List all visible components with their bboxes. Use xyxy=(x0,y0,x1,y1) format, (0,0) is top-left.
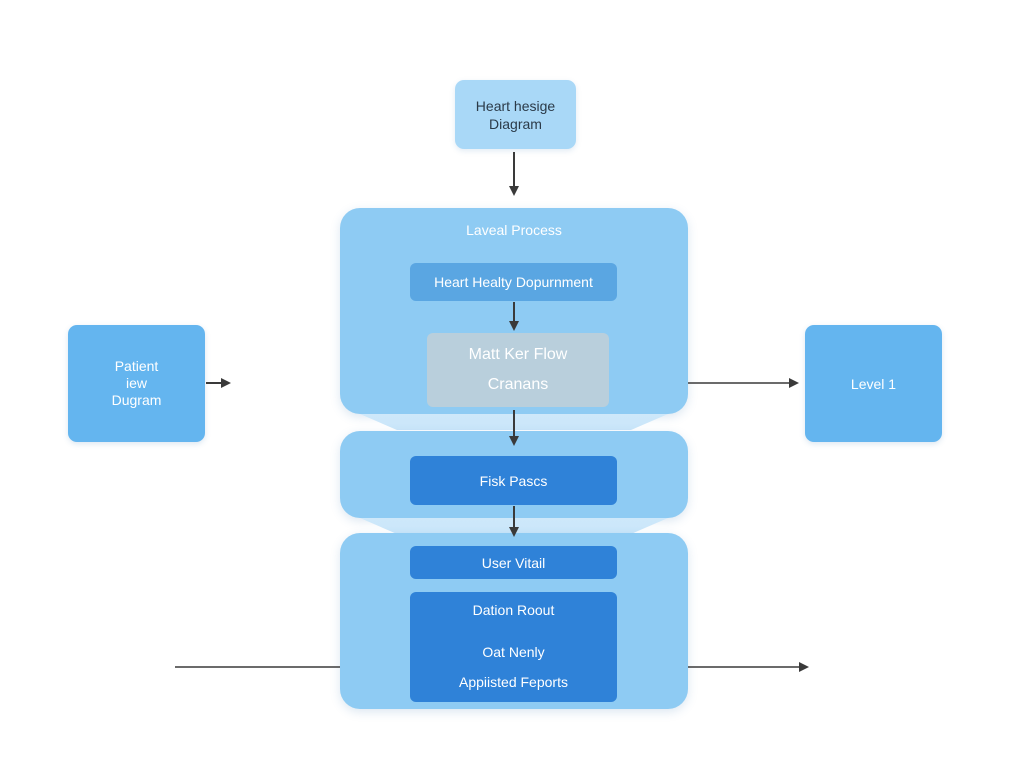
department-node[interactable]: Heart Healty Dopurnment xyxy=(410,263,617,301)
flow-node-line-1: Matt Ker Flow xyxy=(468,346,568,363)
left-node-line-1: Patient xyxy=(114,358,159,374)
user-node[interactable]: User Vitail xyxy=(410,546,617,579)
left-node[interactable]: Patient iew Dugram xyxy=(68,325,205,442)
dation-node-line-3: Appiisted Feports xyxy=(459,674,568,690)
department-node-label: Heart Healty Dopurnment xyxy=(434,274,593,290)
top-node-line-1: Heart hesige xyxy=(475,97,556,114)
left-node-line-3: Dugram xyxy=(111,392,162,408)
right-node-label: Level 1 xyxy=(850,375,897,392)
right-node[interactable]: Level 1 xyxy=(805,325,942,442)
dation-node-line-1: Dation Roout xyxy=(472,602,555,618)
dation-node-line-2: Oat Nenly xyxy=(482,644,545,660)
fisk-node[interactable]: Fisk Pascs xyxy=(410,456,617,505)
flow-node-line-2: Cranans xyxy=(487,376,549,393)
dation-node[interactable]: Dation Roout Oat Nenly Appiisted Feports xyxy=(410,592,617,702)
panel-title: Laveal Process xyxy=(466,222,562,238)
top-node-line-2: Diagram xyxy=(489,115,542,132)
flow-node[interactable]: Matt Ker Flow Cranans xyxy=(427,333,609,407)
user-node-label: User Vitail xyxy=(481,554,546,571)
top-node[interactable]: Heart hesige Diagram xyxy=(455,80,576,149)
fisk-node-label: Fisk Pascs xyxy=(479,472,548,489)
left-node-line-2: iew xyxy=(125,375,147,391)
